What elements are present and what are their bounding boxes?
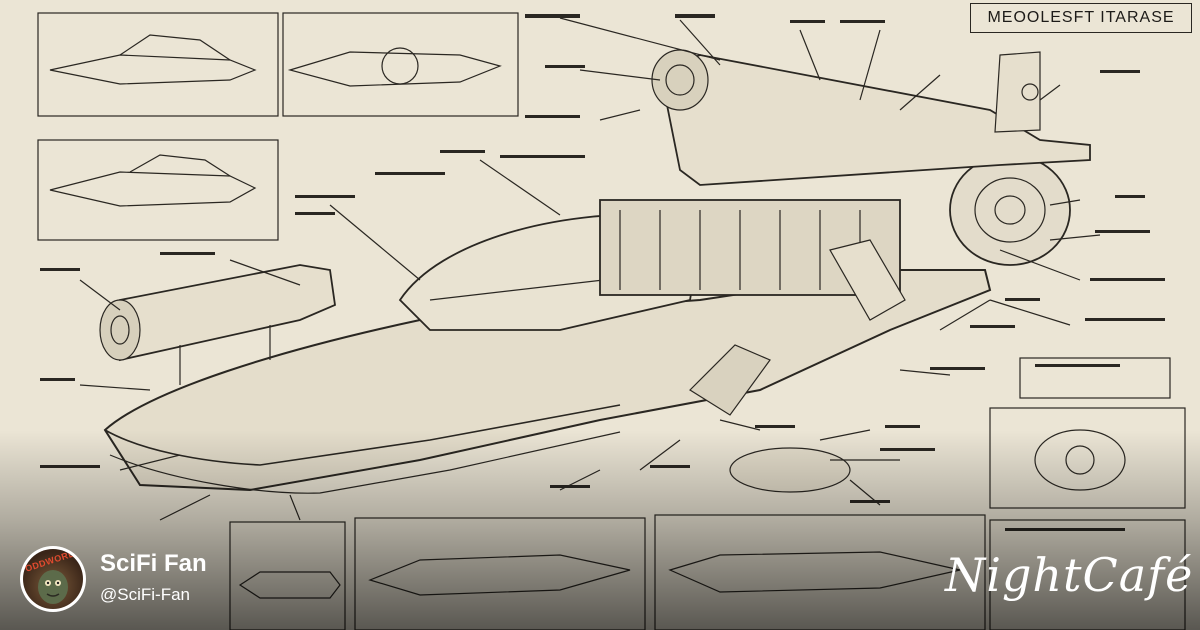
- user-display-name[interactable]: SciFi Fan: [100, 550, 207, 577]
- blueprint-title: MEOOLESFT ITARASE: [970, 3, 1192, 33]
- user-handle[interactable]: @SciFi-Fan: [100, 585, 190, 604]
- blueprint-panel-3: [37, 139, 279, 241]
- avatar-image: ODDWORLD: [23, 549, 83, 609]
- avatar[interactable]: ODDWORLD: [20, 546, 86, 612]
- nightcafe-logo: NightCafé: [945, 548, 1194, 602]
- blueprint-panel-1: [37, 12, 279, 117]
- creature-face-icon: [38, 570, 68, 604]
- blueprint-panel-2: [282, 12, 519, 117]
